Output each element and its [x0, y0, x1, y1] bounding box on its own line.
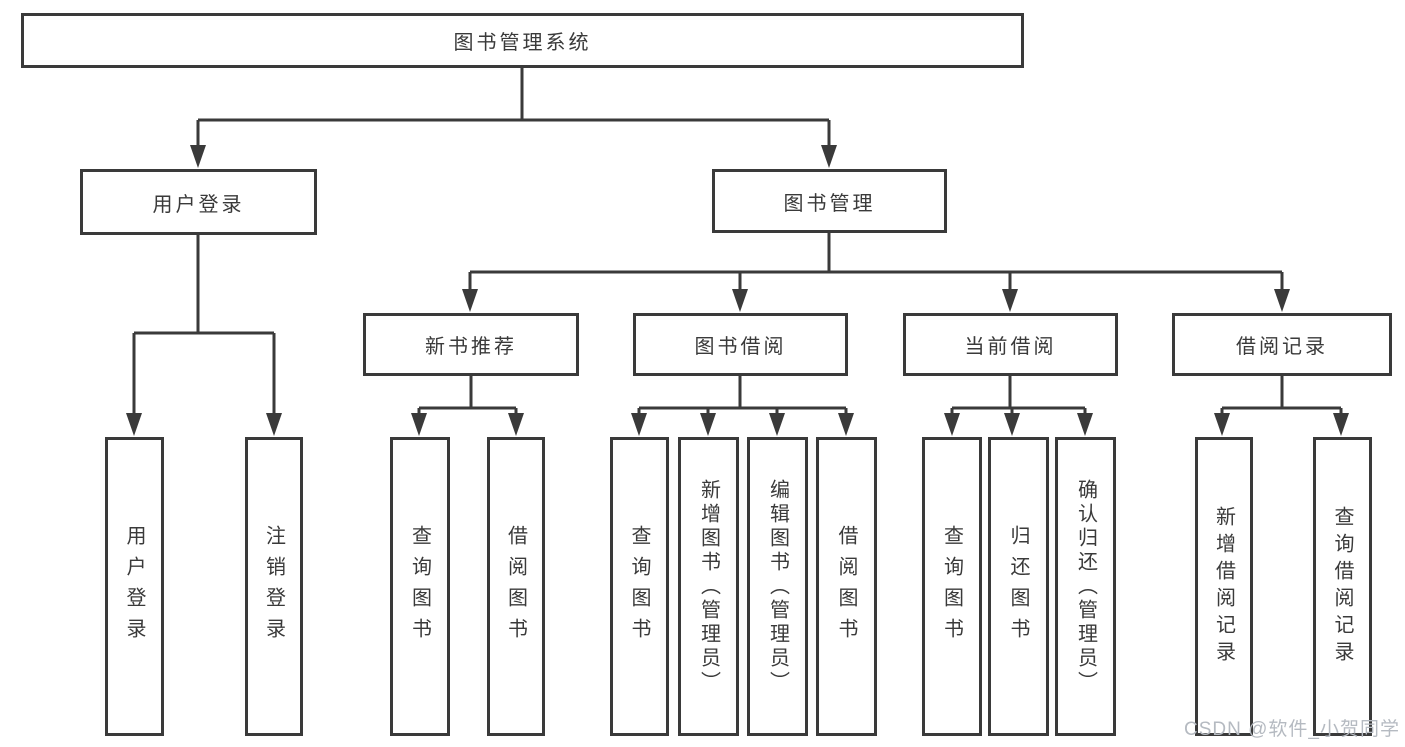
node-book-borrowing-label: 图书借阅: [694, 336, 787, 358]
leaf-query-books-3: 查询图书: [922, 437, 982, 736]
node-book-management-label: 图书管理: [783, 192, 876, 215]
node-borrowing-records-label: 借阅记录: [1236, 336, 1328, 358]
csdn-watermark: CSDN @软件_小贺同学: [1184, 719, 1400, 740]
leaf-logout-label: 注销登录: [262, 524, 285, 649]
node-current-borrowing-label: 当前借阅: [964, 336, 1057, 358]
leaf-query-books-2-label: 查询图书: [628, 524, 650, 649]
leaf-user-login-label: 用户登录: [123, 524, 145, 649]
leaf-add-borrow-record: 新增借阅记录: [1195, 437, 1253, 736]
leaf-confirm-return-admin: 确认归还（管理员）: [1055, 437, 1116, 736]
leaf-add-book-admin-label: 新增图书（管理员）: [697, 478, 720, 695]
leaf-borrow-books-2: 借阅图书: [816, 437, 877, 736]
leaf-edit-book-admin: 编辑图书（管理员）: [747, 437, 808, 736]
leaf-query-books-3-label: 查询图书: [940, 524, 963, 649]
leaf-return-book-label: 归还图书: [1007, 524, 1029, 649]
leaf-query-books-2: 查询图书: [610, 437, 669, 736]
node-current-borrowing: 当前借阅: [903, 313, 1118, 376]
leaf-query-books-1-label: 查询图书: [408, 524, 431, 649]
node-user-login-label: 用户登录: [152, 193, 245, 216]
leaf-borrow-books-1-label: 借阅图书: [504, 524, 527, 649]
node-user-login: 用户登录: [80, 169, 317, 235]
leaf-query-books-1: 查询图书: [390, 437, 450, 736]
leaf-logout: 注销登录: [245, 437, 303, 736]
node-borrowing-records: 借阅记录: [1172, 313, 1392, 376]
leaf-return-book: 归还图书: [988, 437, 1049, 736]
leaf-confirm-return-admin-label: 确认归还（管理员）: [1074, 478, 1097, 695]
node-root-label: 图书管理系统: [453, 32, 592, 54]
node-new-book-recommendation: 新书推荐: [363, 313, 579, 376]
node-root: 图书管理系统: [21, 13, 1024, 68]
node-book-borrowing: 图书借阅: [633, 313, 848, 376]
leaf-borrow-books-1: 借阅图书: [487, 437, 545, 736]
leaf-query-borrow-record: 查询借阅记录: [1313, 437, 1372, 736]
node-book-management: 图书管理: [712, 169, 947, 233]
leaf-user-login: 用户登录: [105, 437, 164, 736]
leaf-query-borrow-record-label: 查询借阅记录: [1331, 505, 1353, 668]
leaf-borrow-books-2-label: 借阅图书: [835, 524, 857, 649]
leaf-add-book-admin: 新增图书（管理员）: [678, 437, 739, 736]
leaf-edit-book-admin-label: 编辑图书（管理员）: [766, 478, 789, 695]
node-new-book-recommendation-label: 新书推荐: [425, 336, 517, 358]
leaf-add-borrow-record-label: 新增借阅记录: [1212, 505, 1235, 668]
